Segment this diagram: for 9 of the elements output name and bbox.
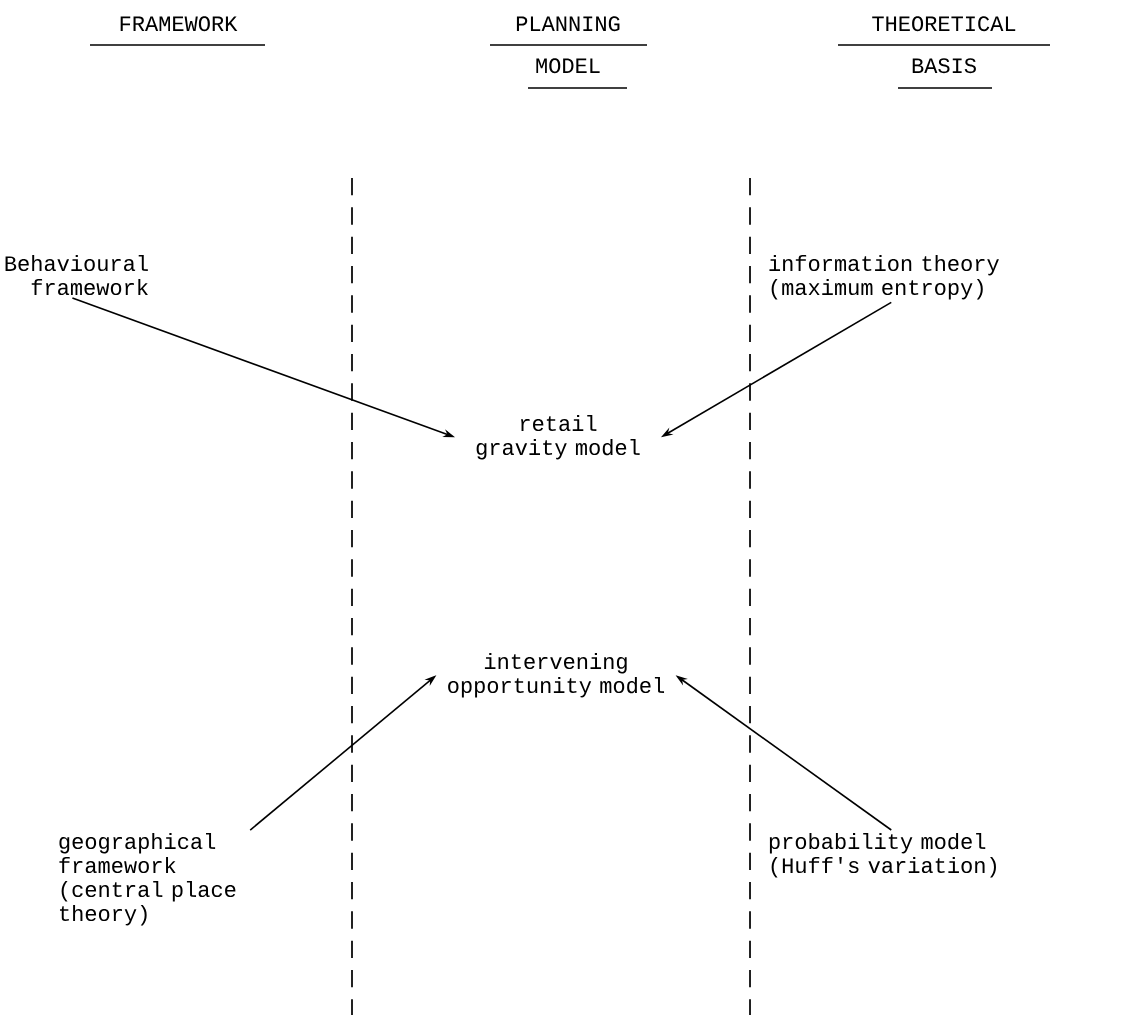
node-text: geographical framework (central place theory): [59, 832, 236, 926]
node-text: retail gravity model: [476, 414, 640, 460]
node-text: information theory (maximum entropy): [769, 254, 999, 300]
column-heading: FRAMEWORK: [89, 16, 266, 46]
node-text: intervening opportunity model: [448, 652, 665, 698]
column-heading: PLANNING MODEL: [489, 16, 648, 89]
node-text: Behavioural framework: [5, 254, 148, 296]
node-text: probability model (Huff's variation): [769, 832, 996, 878]
column-heading: THEORETICAL BASIS: [837, 16, 1051, 89]
